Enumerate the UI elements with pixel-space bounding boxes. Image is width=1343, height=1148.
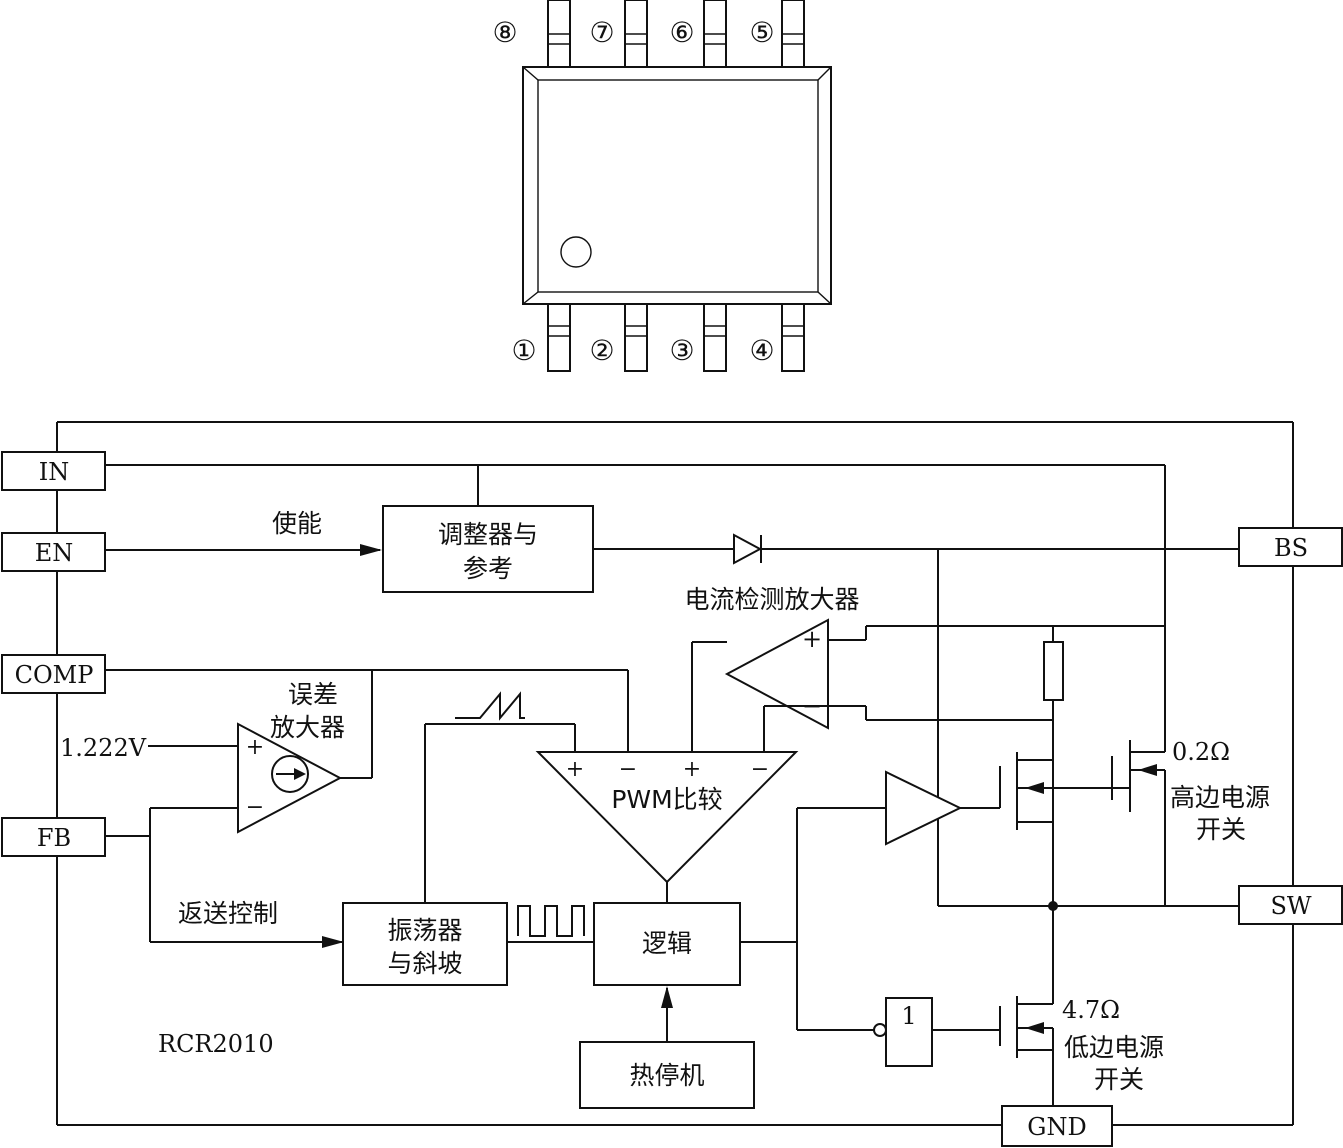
inverter-label: 1 — [901, 1002, 916, 1030]
pin-number-7: ⑦ — [589, 16, 614, 49]
ls-arrow — [1025, 1022, 1044, 1034]
pin-box-comp — [1, 654, 106, 694]
high-switch-label-2: 开关 — [1196, 815, 1246, 844]
pin-box-in — [1, 451, 106, 491]
low-switch-label-2: 开关 — [1094, 1065, 1144, 1094]
error-amp-label-2: 放大器 — [270, 713, 345, 742]
current-amp-label: 电流检测放大器 — [684, 585, 859, 614]
block-diagram: 调整器与 参考 + − 电流检测放大器 — [1, 421, 1343, 1147]
high-res-label: 0.2Ω — [1172, 738, 1230, 766]
pin-sw-label: SW — [1270, 892, 1311, 920]
oscillator-box — [342, 902, 508, 986]
regulator-label-2: 参考 — [463, 554, 513, 583]
pwm-in4: − — [751, 757, 769, 782]
current-sense-amp — [724, 618, 829, 730]
pin-3-lead — [703, 302, 727, 372]
pin-number-1: ① — [511, 334, 536, 367]
oscillator-label-2: 与斜坡 — [387, 949, 462, 978]
pin-number-5: ⑤ — [749, 16, 774, 49]
pin-box-gnd — [1001, 1105, 1113, 1147]
pin-box-en — [1, 532, 106, 572]
pin-number-8: ⑧ — [492, 16, 517, 49]
thermal-box — [579, 1041, 755, 1109]
pin-number-4: ④ — [749, 334, 774, 367]
pin-1-lead — [547, 302, 571, 372]
sense-resistor — [1043, 641, 1064, 701]
pwm-in2: − — [619, 757, 637, 782]
pwm-in1: + — [566, 757, 584, 782]
ramp-waveform-icon — [455, 691, 525, 721]
pin-4-lead — [781, 302, 805, 372]
pin-bs-label: BS — [1274, 534, 1308, 562]
bottom-pins — [547, 302, 805, 372]
arrow-fb — [322, 936, 344, 948]
pin-number-2: ② — [589, 334, 614, 367]
pin-number-6: ⑥ — [669, 16, 694, 49]
inverter-bubble — [873, 1023, 887, 1037]
pwm-label: PWM比较 — [611, 785, 722, 814]
logic-label: 逻辑 — [642, 929, 692, 958]
pwm-comparator — [535, 751, 799, 884]
thermal-label: 热停机 — [629, 1061, 704, 1090]
pin-gnd-label: GND — [1027, 1113, 1086, 1141]
ea-plus: + — [246, 735, 264, 760]
feedback-label: 返送控制 — [178, 899, 278, 928]
pin-box-sw — [1238, 885, 1343, 925]
oscillator-label-1: 振荡器 — [387, 916, 462, 945]
pin-box-fb — [1, 817, 106, 857]
pin-en-label: EN — [35, 539, 74, 567]
csa-plus: + — [802, 625, 822, 653]
regulator-label-1: 调整器与 — [438, 520, 538, 549]
hs-arrow-a — [1025, 782, 1044, 794]
pulse-waveform-icon — [517, 905, 585, 937]
ic-body-outer — [522, 66, 832, 305]
driver-buffer — [885, 770, 963, 846]
low-switch-label-1: 低边电源 — [1064, 1033, 1164, 1062]
diode-icon — [733, 533, 763, 565]
low-res-label: 4.7Ω — [1062, 996, 1120, 1024]
part-number: RCR2010 — [158, 1030, 274, 1058]
top-pins — [547, 0, 805, 69]
ea-minus: − — [246, 795, 264, 820]
pwm-in3: + — [683, 757, 701, 782]
logic-box — [593, 902, 741, 986]
error-amp-label-1: 误差 — [288, 680, 338, 709]
arrow-thermal — [661, 986, 673, 1008]
pin-in-label: IN — [39, 458, 69, 486]
pin-2-lead — [624, 302, 648, 372]
high-switch-label-1: 高边电源 — [1170, 783, 1270, 812]
pin-number-3: ③ — [669, 334, 694, 367]
pin-comp-label: COMP — [15, 661, 94, 689]
ic-package: ⑧ ⑦ ⑥ ⑤ ① ② ③ ④ — [492, 0, 832, 372]
pin-box-bs — [1238, 527, 1343, 567]
pin1-dot — [560, 236, 592, 268]
inverter-box — [885, 997, 933, 1067]
regulator-box — [382, 505, 594, 593]
arrow-en — [360, 544, 382, 556]
enable-label: 使能 — [272, 509, 322, 538]
hs-arrow-b — [1138, 764, 1157, 776]
vref-label: 1.222V — [60, 734, 147, 762]
pin-fb-label: FB — [37, 824, 71, 852]
ic-body-inner — [537, 79, 819, 293]
